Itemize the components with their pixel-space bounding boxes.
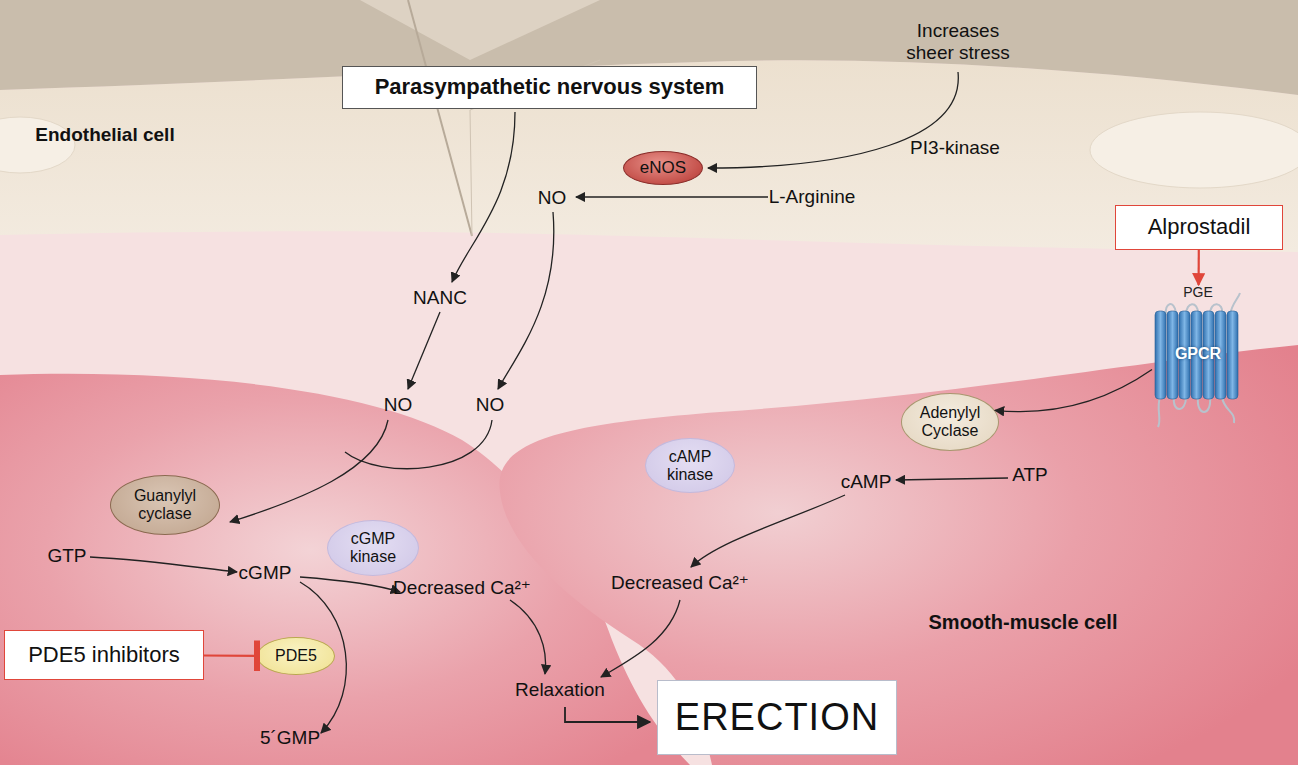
pathway-arrow: [300, 577, 400, 592]
pathway-arrow: [510, 600, 546, 674]
nerve-box: Parasympathetic nervous system: [342, 66, 757, 109]
node-text: PDE5: [275, 647, 317, 665]
lumen-highlight: [360, 0, 600, 60]
drug-box: PDE5 inhibitors: [4, 630, 204, 680]
pathway-arrow: [565, 707, 650, 722]
cell-label: Endothelial cell: [35, 124, 174, 146]
molecule-label: NANC: [413, 287, 467, 309]
connector-arrow: [1197, 250, 1199, 285]
node-text: Parasympathetic nervous system: [375, 75, 725, 100]
kinase-ellipse: cAMP kinase: [645, 438, 735, 493]
enzyme-ellipse: eNOS: [623, 151, 703, 185]
pathway-arrow: [691, 495, 845, 567]
enzyme-ellipse: PDE5: [257, 637, 335, 675]
node-text: ERECTION: [675, 696, 879, 739]
molecule-label: GTP: [47, 545, 86, 567]
connector-arrow: [995, 370, 1152, 412]
smooth-muscle-cell: [499, 345, 1298, 765]
pathway-arrow: [896, 478, 1008, 480]
receptor-label: GPCR: [1152, 345, 1244, 363]
enzyme-ellipse: Guanylyl cyclase: [110, 475, 220, 535]
molecule-label: 5´GMP: [260, 727, 320, 749]
outcome-box: ERECTION: [657, 680, 897, 755]
pathway-arrow: [90, 557, 237, 572]
node-text: eNOS: [640, 158, 686, 177]
pathway-arrow: [601, 600, 680, 677]
pathway-arrow: [452, 112, 515, 282]
receptor: PGE GPCR: [1152, 285, 1244, 430]
molecule-label: ATP: [1012, 464, 1048, 486]
molecule-label: cGMP: [239, 562, 292, 584]
molecule-label: NO: [538, 187, 567, 209]
pathway-arrow: [230, 420, 388, 522]
cell-label: Smooth-muscle cell: [929, 611, 1118, 634]
molecule-label: NO: [384, 394, 413, 416]
pathway-arrow: [408, 312, 440, 389]
pathway-arrows: [90, 72, 1008, 733]
receptor-loop: [1222, 397, 1234, 423]
effect-label: Relaxation: [515, 679, 605, 701]
molecule-label: NO: [476, 394, 505, 416]
pathway-line: [345, 420, 492, 469]
inhibition-line: [204, 654, 257, 656]
node-text: Adenylyl Cyclase: [912, 404, 988, 440]
effect-label: Decreased Ca²⁺: [611, 572, 749, 594]
nucleus: [1090, 112, 1298, 188]
kinase-ellipse: cGMP kinase: [327, 520, 419, 576]
receptor-helix: [1155, 311, 1166, 399]
node-text: PDE5 inhibitors: [28, 643, 180, 668]
molecule-label: PI3-kinase: [910, 137, 1000, 159]
molecule-label: L-Arginine: [769, 186, 856, 208]
receptor-loop: [1158, 397, 1160, 427]
receptor-helix: [1227, 311, 1238, 399]
drug-box: Alprostadil: [1115, 205, 1283, 250]
pathway-arrow: [576, 196, 768, 197]
stimulus-label: Increases sheer stress: [899, 20, 1017, 64]
enzyme-ellipse: Adenylyl Cyclase: [901, 393, 999, 451]
cell-boundary: [408, 0, 472, 236]
node-text: Guanylyl cyclase: [121, 487, 209, 523]
molecule-label: cAMP: [841, 471, 892, 493]
ligand-label: PGE: [1152, 285, 1244, 301]
node-text: cGMP kinase: [338, 530, 408, 566]
node-text: Alprostadil: [1148, 215, 1251, 240]
pathway-arrow: [498, 212, 554, 389]
effect-label: Decreased Ca²⁺: [393, 577, 531, 599]
node-text: cAMP kinase: [656, 448, 724, 484]
